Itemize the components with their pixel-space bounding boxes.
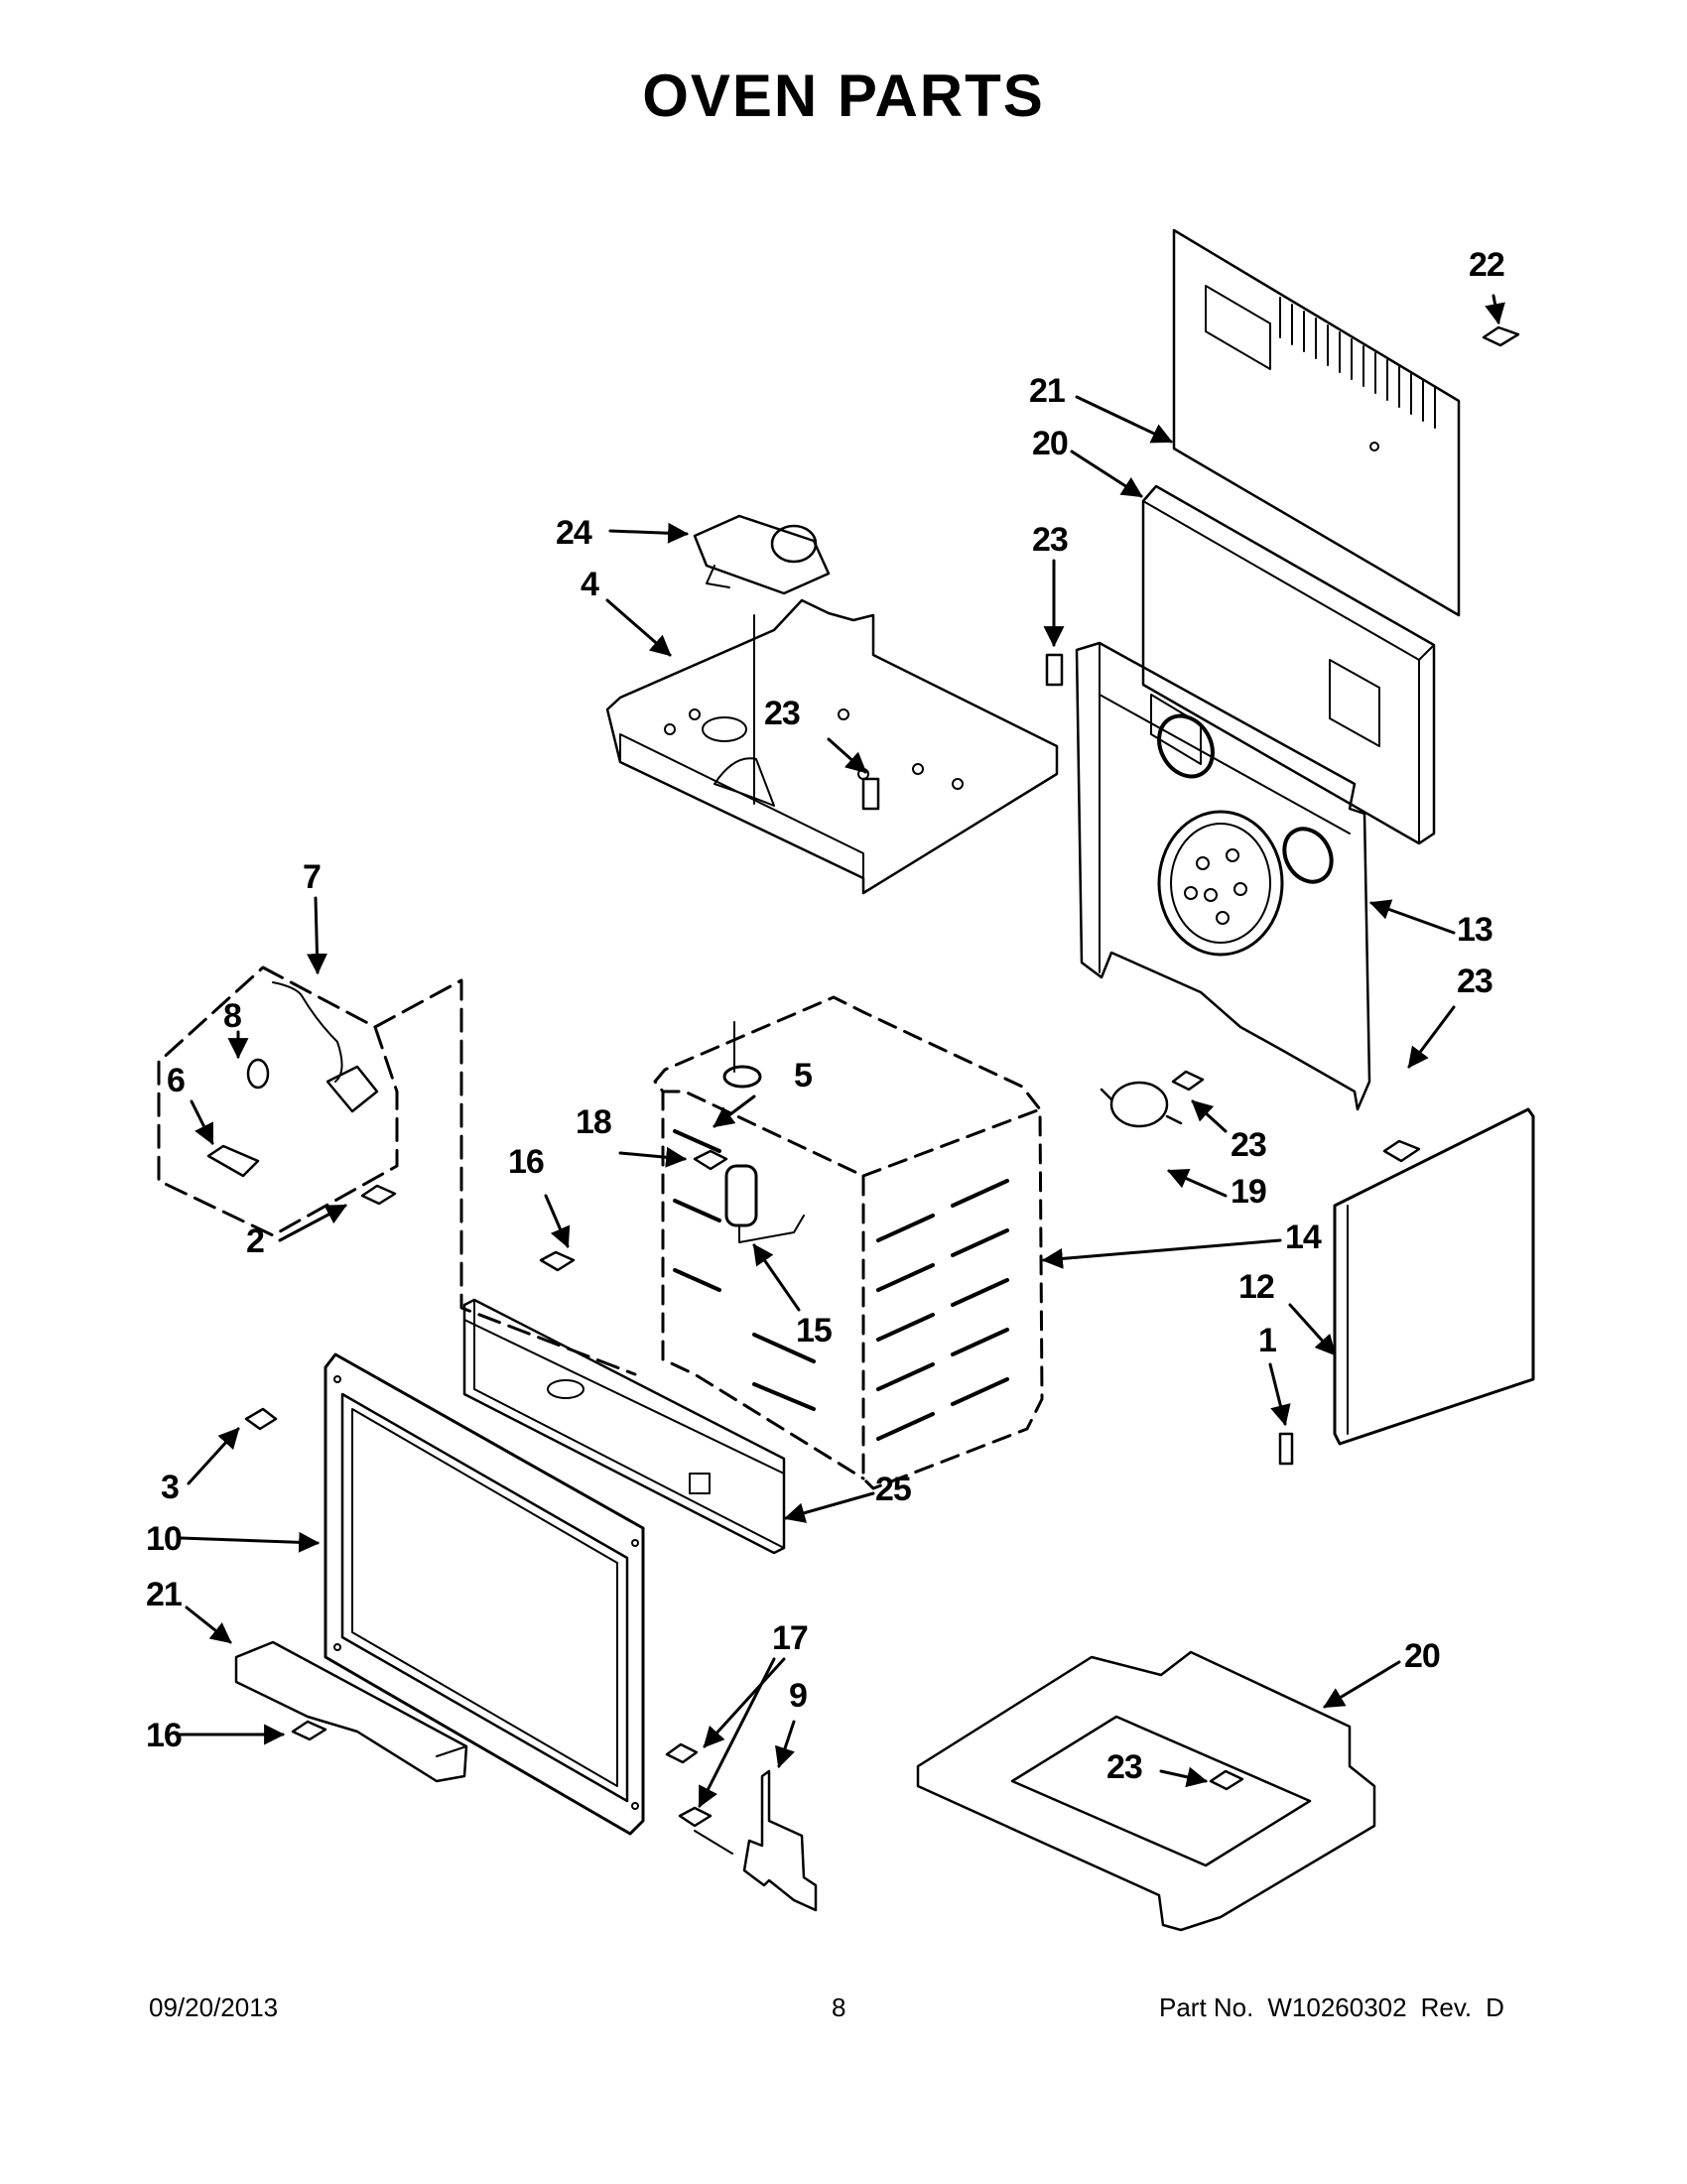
top-bracket-4 [605,598,1059,895]
bottom-trim-21 [234,1640,468,1783]
callout-24: 24 [556,514,592,552]
rev-value: D [1486,1992,1504,2022]
bracket-9 [742,1769,818,1912]
callout-21: 21 [146,1576,182,1613]
callout-6: 6 [167,1062,185,1099]
callout-23-thermostat: 23 [1231,1126,1266,1164]
bottom-tray-20 [916,1650,1376,1932]
callout-15: 15 [796,1312,832,1349]
callout-10: 10 [146,1520,182,1558]
side-panel-12 [1333,1107,1535,1446]
motor-24 [693,514,831,595]
callout-4: 4 [581,566,599,603]
callout-23-tray: 23 [1106,1748,1142,1786]
rear-wall-13 [1075,641,1371,1111]
rear-shield-11 [1141,484,1436,845]
oven-cavity-14 [653,995,1044,1490]
part-number: W10260302 [1267,1992,1407,2022]
callout-16-left: 16 [508,1143,544,1181]
callout-16-bottom: 16 [146,1717,182,1754]
callout-17: 17 [772,1619,808,1657]
callout-19: 19 [1231,1173,1266,1211]
callout-23-top-right: 22 [1469,246,1504,284]
callout-8: 8 [223,997,241,1035]
leader-arrows [179,294,1505,1808]
callout-23-rear-panel: 23 [1032,521,1068,559]
callout-23-right: 23 [1457,963,1492,1000]
part-label: Part No. [1159,1992,1254,2022]
callout-11: 20 [1032,425,1068,462]
callout-labels: 22 21 20 24 23 4 23 7 13 23 8 6 5 18 23 … [146,246,1505,1786]
callout-7: 7 [303,858,321,896]
callout-23-bracket: 23 [764,695,800,732]
footer-page-number: 8 [832,1992,846,2022]
screws [244,325,1520,1828]
callout-2: 2 [246,1222,264,1260]
callout-3: 3 [161,1469,179,1506]
thermostat-19 [1100,1081,1183,1128]
callout-18: 18 [576,1103,611,1141]
leader-lines [694,614,755,1855]
callout-22: 21 [1029,372,1065,410]
callout-9: 9 [789,1677,807,1715]
footer-part-info: Part No. W10260302 Rev. D [1159,1992,1518,2023]
callout-12: 12 [1238,1268,1274,1306]
page-title: OVEN PARTS [642,63,1045,129]
rev-label: Rev. [1420,1992,1473,2022]
callout-25: 25 [875,1471,911,1508]
callout-14: 14 [1285,1219,1322,1256]
front-bracket-25 [462,1298,786,1555]
footer-date: 09/20/2013 [149,1992,279,2022]
callout-20: 20 [1404,1637,1440,1675]
callout-5: 5 [794,1057,812,1094]
front-frame-10 [324,1352,645,1836]
light-assembly-group [157,965,637,1376]
rear-panel-22 [1172,228,1461,617]
callout-1: 1 [1258,1322,1276,1359]
callout-13: 13 [1457,911,1492,949]
